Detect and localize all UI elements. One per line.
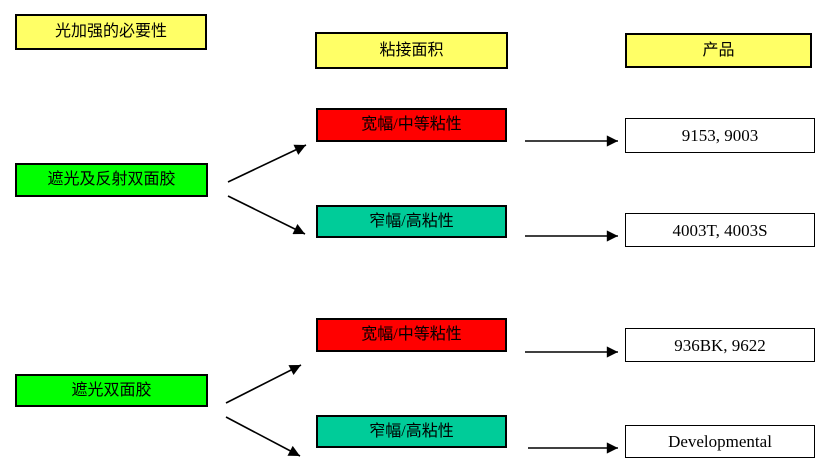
attribute-box-narrow-high-tack-1: 窄幅/高粘性 <box>316 205 507 238</box>
product-box-9153-9003: 9153, 9003 <box>625 118 815 153</box>
arrow-source2-to-wide2 <box>225 364 302 404</box>
source-box-shading-reflective-tape: 遮光及反射双面胶 <box>15 163 208 197</box>
attribute-box-narrow-high-tack-2: 窄幅/高粘性 <box>316 415 507 448</box>
arrow-source1-to-narrow1 <box>227 195 306 235</box>
product-box-936bk-9622: 936BK, 9622 <box>625 328 815 362</box>
attribute-box-wide-medium-tack-1: 宽幅/中等粘性 <box>316 108 507 142</box>
header-box-bonding-area: 粘接面积 <box>315 32 508 69</box>
product-box-4003t-4003s: 4003T, 4003S <box>625 213 815 247</box>
product-box-developmental: Developmental <box>625 425 815 458</box>
header-box-light-enhancement-necessity: 光加强的必要性 <box>15 14 207 50</box>
attribute-box-wide-medium-tack-2: 宽幅/中等粘性 <box>316 318 507 352</box>
source-box-shading-tape: 遮光双面胶 <box>15 374 208 407</box>
arrow-source1-to-wide1 <box>227 144 307 183</box>
arrow-source2-to-narrow2 <box>225 416 301 457</box>
header-box-product: 产品 <box>625 33 812 68</box>
